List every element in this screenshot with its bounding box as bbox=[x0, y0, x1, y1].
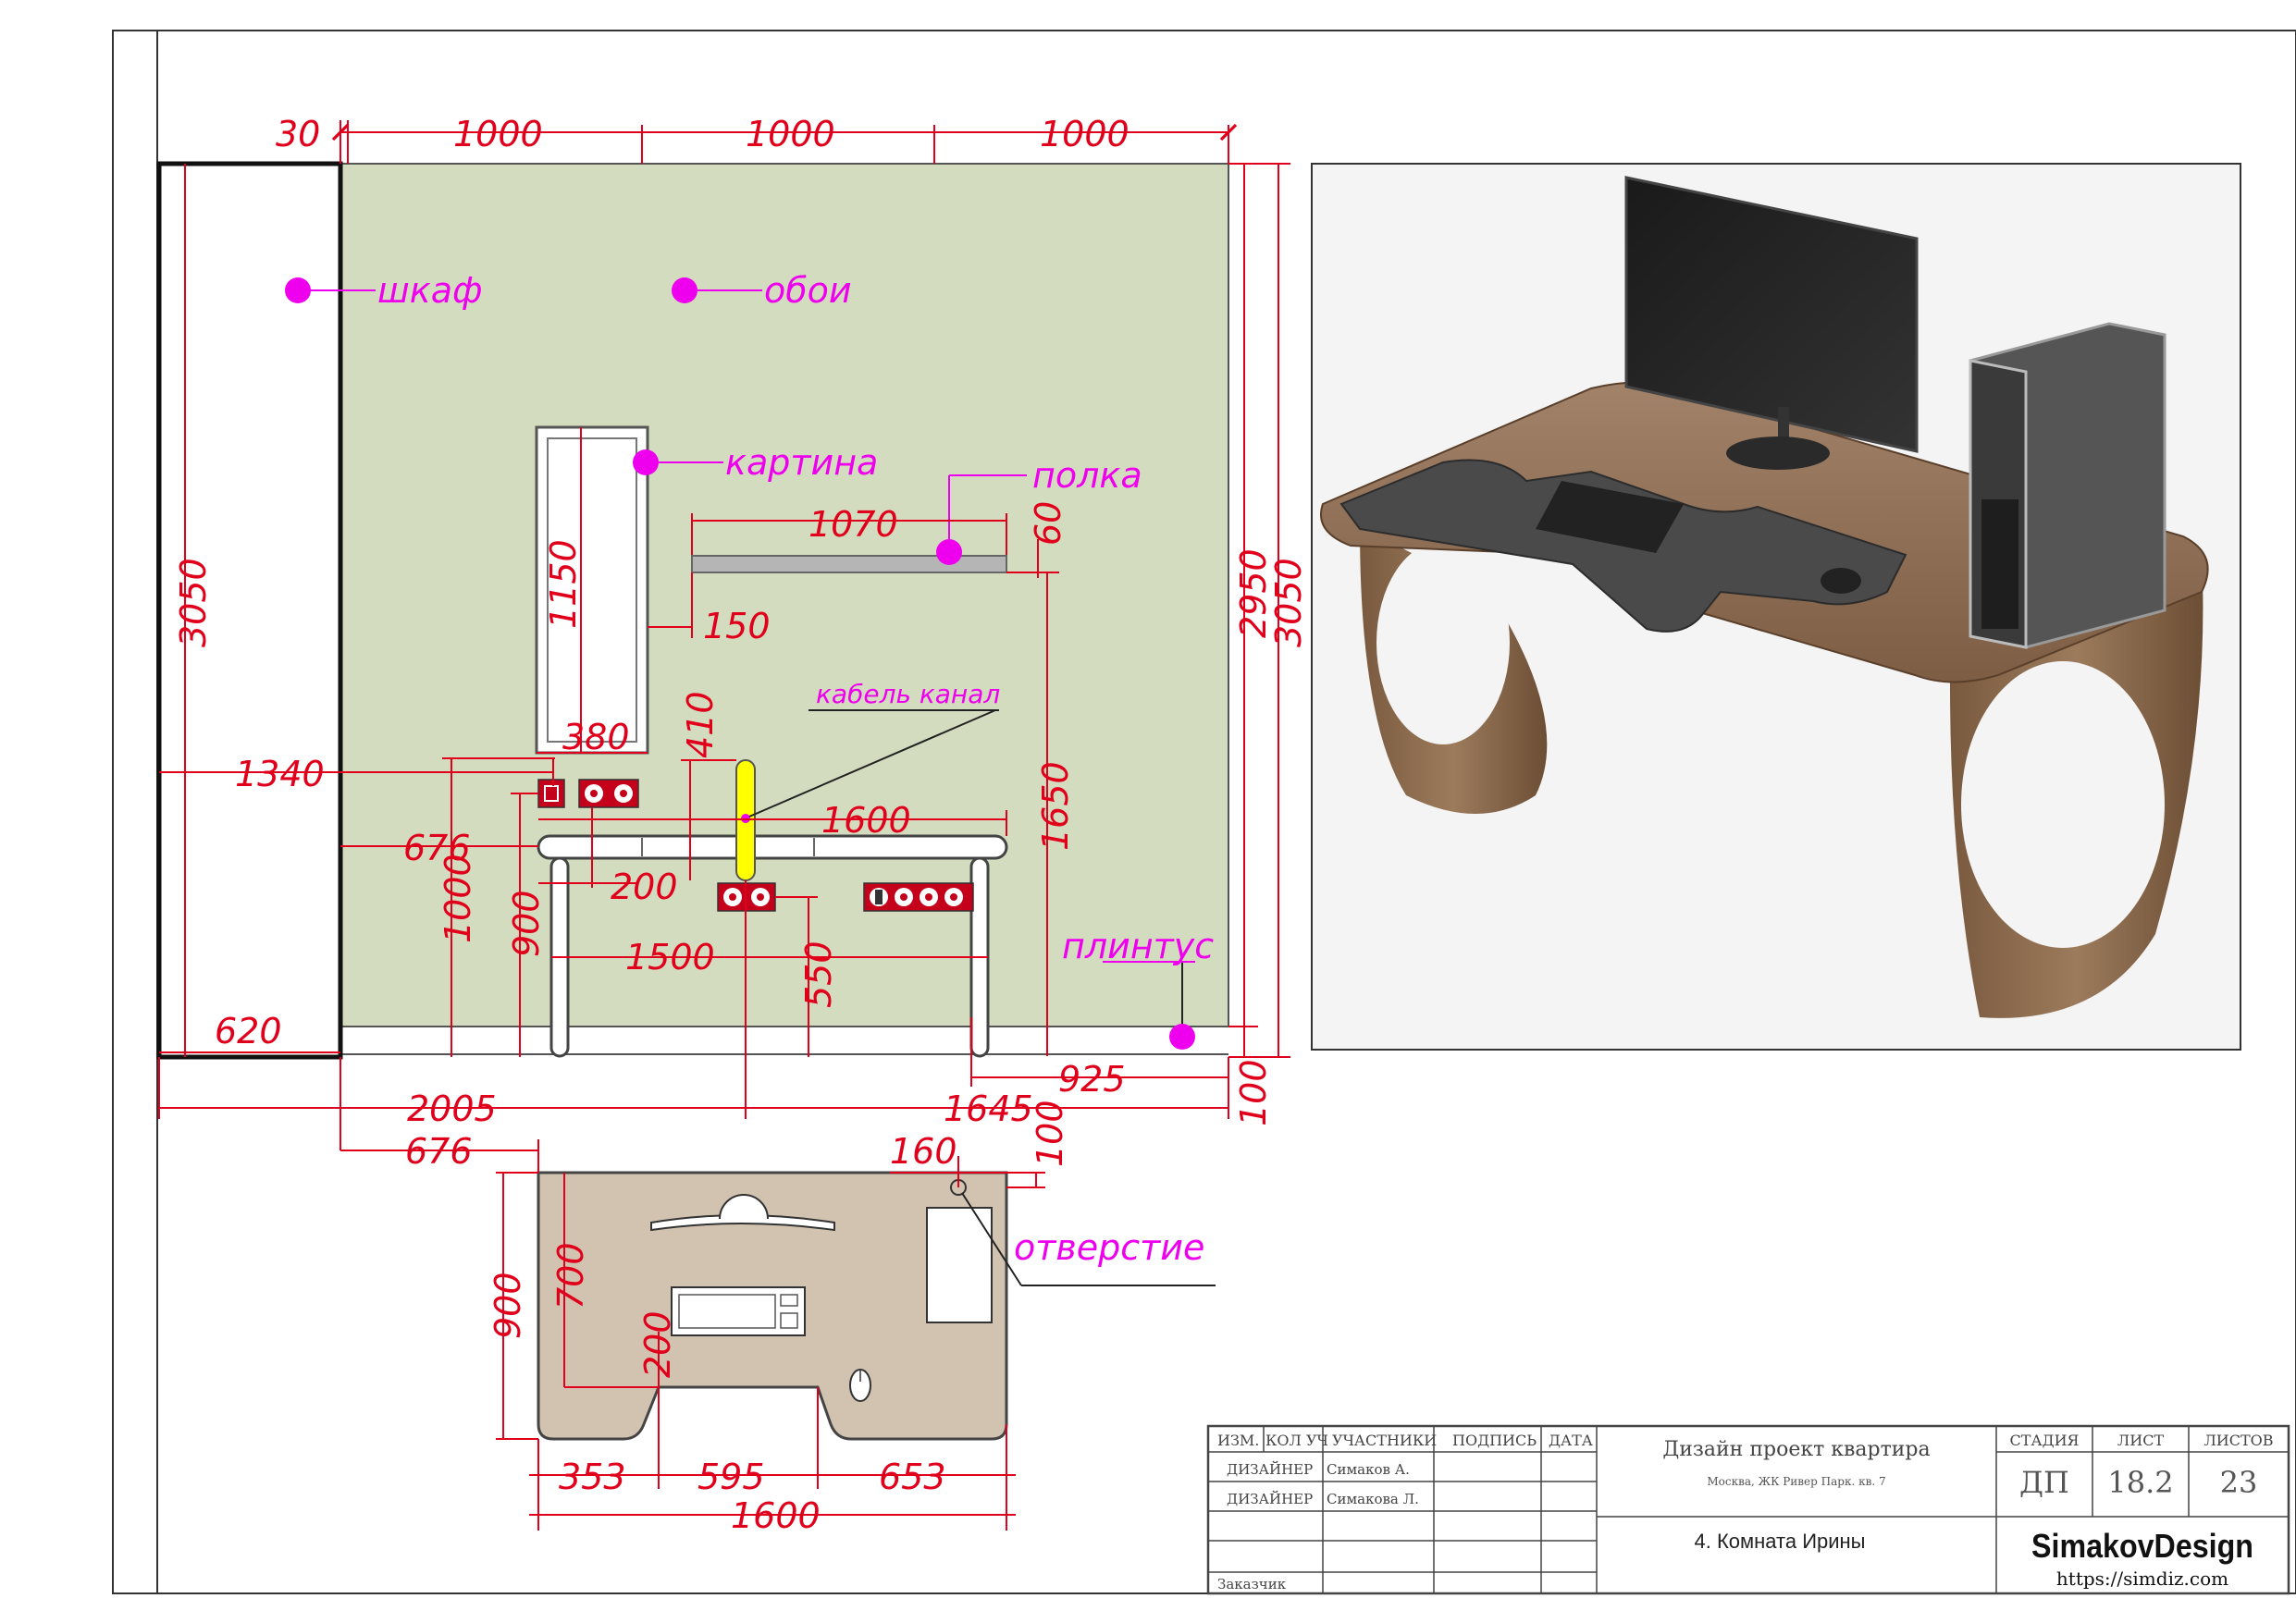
tb-sheet-value: 18.2 bbox=[2107, 1465, 2173, 1500]
tb-header-signature: ПОДПИСЬ bbox=[1452, 1432, 1537, 1449]
plan-dim-595: 595 bbox=[697, 1457, 765, 1497]
tb-logo: SimakovDesign bbox=[2031, 1527, 2253, 1565]
dim-floor-100: 100 bbox=[1233, 1059, 1274, 1126]
tb-row1-name: Симаков А. bbox=[1327, 1461, 1410, 1478]
tb-header-sheets: ЛИСТОВ bbox=[2203, 1432, 2273, 1449]
desk-top-elevation bbox=[537, 834, 1008, 860]
dim-picture-380: 380 bbox=[562, 717, 630, 757]
system-unit-plan bbox=[926, 1207, 993, 1323]
keyboard-plan bbox=[671, 1286, 806, 1336]
tb-row1-role: ДИЗАЙНЕР bbox=[1227, 1460, 1313, 1478]
title-block bbox=[1206, 1424, 2290, 1595]
callout-baseboard bbox=[1103, 961, 1195, 1050]
tb-project-address: Москва, ЖК Ривер Парк. кв. 7 bbox=[1707, 1475, 1885, 1488]
plan-dimension-lines bbox=[340, 1139, 1045, 1531]
socket-block-upper bbox=[578, 779, 639, 808]
tb-header-date: ДАТА bbox=[1549, 1432, 1593, 1449]
plan-dim-100: 100 bbox=[1030, 1100, 1070, 1167]
mouse-plan bbox=[849, 1369, 871, 1402]
label-picture: картина bbox=[725, 442, 878, 483]
dim-height-1000: 1000 bbox=[438, 854, 478, 943]
plan-dim-700: 700 bbox=[550, 1242, 591, 1309]
dim-top-30: 30 bbox=[276, 114, 320, 154]
label-shelf: полка bbox=[1032, 455, 1142, 496]
dim-cabinet-620: 620 bbox=[215, 1011, 282, 1051]
dim-200: 200 bbox=[611, 867, 678, 907]
dim-wall-2950: 2950 bbox=[1233, 548, 1274, 638]
tb-sheets-value: 23 bbox=[2220, 1465, 2258, 1500]
label-hole: отверстие bbox=[1014, 1227, 1204, 1268]
plan-dim-200: 200 bbox=[637, 1310, 678, 1378]
callout-wallpaper bbox=[672, 277, 762, 303]
dim-top-1000-c: 1000 bbox=[1040, 114, 1129, 154]
label-wallpaper: обои bbox=[764, 270, 852, 311]
dim-socket-1340: 1340 bbox=[235, 754, 325, 794]
plan-dim-1600: 1600 bbox=[731, 1495, 821, 1536]
dim-picture-1150: 1150 bbox=[543, 539, 584, 629]
cabinet bbox=[156, 161, 343, 1060]
dim-channel-410: 410 bbox=[680, 691, 721, 758]
tb-room-title: 4. Комната Ирины bbox=[1694, 1530, 1865, 1553]
dim-cabinet-3050: 3050 bbox=[173, 558, 214, 647]
dim-2005: 2005 bbox=[407, 1088, 497, 1129]
dim-1645: 1645 bbox=[944, 1088, 1033, 1129]
picture-inner bbox=[547, 437, 637, 743]
callout-shelf bbox=[936, 474, 1027, 565]
dim-desk-1600: 1600 bbox=[821, 800, 911, 841]
elevation-dimension-lines bbox=[158, 120, 1290, 1150]
plan-dim-653: 653 bbox=[879, 1457, 946, 1497]
dim-shelf-150: 150 bbox=[703, 606, 771, 646]
dim-height-900: 900 bbox=[506, 890, 547, 957]
dim-925: 925 bbox=[1058, 1059, 1126, 1100]
plan-dim-160: 160 bbox=[890, 1131, 957, 1172]
plan-dim-353: 353 bbox=[559, 1457, 626, 1497]
tb-row2-name: Симакова Л. bbox=[1327, 1491, 1419, 1507]
tb-customer: Заказчик bbox=[1217, 1576, 1287, 1592]
dim-1500: 1500 bbox=[625, 937, 715, 977]
plan-dim-900: 900 bbox=[488, 1272, 528, 1339]
dim-desk-676: 676 bbox=[403, 828, 471, 868]
callout-cabinet bbox=[285, 277, 376, 303]
switch-box bbox=[537, 779, 565, 808]
shelf bbox=[691, 555, 1007, 573]
callout-picture bbox=[633, 449, 723, 475]
tb-header-sheet: ЛИСТ bbox=[2117, 1432, 2165, 1449]
tb-header-kol-uch: КОЛ УЧ bbox=[1265, 1432, 1328, 1449]
dim-top-1000-b: 1000 bbox=[746, 114, 835, 154]
tb-row2-role: ДИЗАЙНЕР bbox=[1227, 1490, 1313, 1507]
dim-top-1000-a: 1000 bbox=[453, 114, 543, 154]
callout-cable-channel bbox=[748, 709, 999, 818]
dim-wall-3050: 3050 bbox=[1268, 558, 1309, 647]
picture-frame bbox=[535, 425, 649, 755]
dim-shelf-1070: 1070 bbox=[809, 504, 898, 545]
label-baseboard: плинтус bbox=[1062, 926, 1214, 966]
plan-dim-676: 676 bbox=[405, 1131, 473, 1172]
dim-550: 550 bbox=[798, 941, 839, 1008]
sheet-frame bbox=[112, 30, 2296, 1594]
tb-header-participants: УЧАСТНИКИ bbox=[1332, 1432, 1437, 1449]
monitor-plan bbox=[650, 1194, 835, 1232]
tb-header-izm: ИЗМ. bbox=[1217, 1432, 1259, 1449]
label-cable-channel: кабель канал bbox=[816, 679, 1000, 709]
tb-project-title: Дизайн проект квартира bbox=[1662, 1438, 1930, 1461]
dim-desk-1650: 1650 bbox=[1035, 761, 1076, 851]
hole-leader bbox=[961, 1192, 1022, 1286]
tb-stage-value: ДП bbox=[2019, 1465, 2069, 1500]
socket-block-right bbox=[863, 882, 974, 912]
tb-url: https://simdiz.com bbox=[2056, 1568, 2228, 1590]
tb-header-stage: СТАДИЯ bbox=[2010, 1432, 2080, 1449]
dim-shelf-60: 60 bbox=[1028, 501, 1068, 546]
label-cabinet: шкаф bbox=[377, 270, 483, 311]
desk-render bbox=[1311, 163, 2241, 1051]
